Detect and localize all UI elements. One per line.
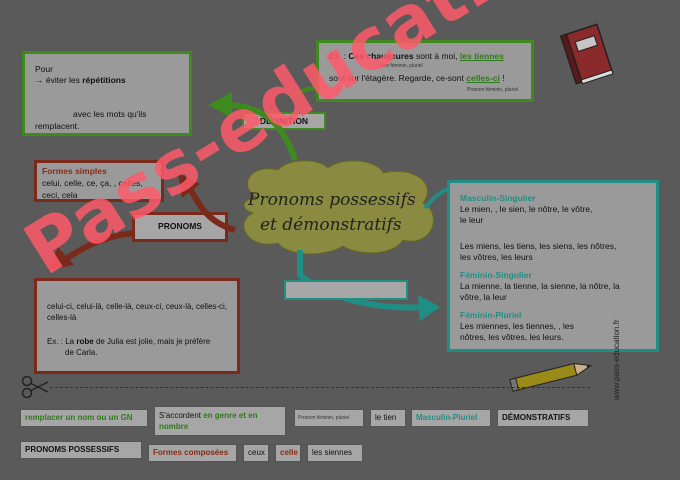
ex-line2-green: celles-ci — [466, 73, 500, 83]
formes-simples-title: Formes simples — [42, 166, 107, 176]
fp-line1: Les miennes, les tiennes, , les — [460, 321, 574, 331]
definition-bold: répétitions — [82, 75, 126, 85]
ex-note1: (fém féminin, pluriel — [379, 63, 423, 69]
center-title-line2: et démonstratifs — [260, 215, 402, 235]
ex-line2-end: ! — [502, 73, 505, 83]
chip-les-siennes[interactable]: les siennes — [307, 444, 363, 462]
chip-le-tien[interactable]: le tien — [370, 409, 406, 427]
chip-masculin-pluriel[interactable]: Masculin-Pluriel — [411, 409, 491, 427]
possessifs-box: Masculin-Singulier Le mien, , le sien, l… — [447, 180, 659, 352]
chip-pronom-feminin[interactable]: Pronom féminin, pluriel — [294, 409, 364, 427]
demo-ex-prefix: Ex. : La — [47, 337, 75, 346]
fs-line1: La mienne, la tienne, la sienne, la nôtr… — [460, 281, 620, 291]
chip-accordent[interactable]: S'accordent en genre et en nombre — [154, 406, 286, 436]
demo-ex-bold: robe — [76, 337, 94, 346]
definition-box: Pour → éviter les répétitions avec les m… — [22, 51, 192, 136]
cut-line — [50, 387, 590, 388]
arrow-to-formes-simples — [178, 173, 236, 233]
mp-line2: les vôtres, les leurs — [460, 252, 533, 262]
arrow-to-possessifs — [297, 250, 440, 321]
ms-title: Masculin-Singulier — [460, 193, 536, 203]
fs-title: Féminin-Singulier — [460, 270, 532, 280]
ex-bold: Ces chaussures — [348, 51, 414, 61]
ex-prefix: Ex. : — [329, 51, 347, 61]
definition-line4: remplacent. — [35, 121, 80, 131]
scissors-icon — [21, 375, 49, 399]
formes-simples-line1: celui, celle, ce, ça, , celles, — [42, 178, 143, 188]
mp-line1: Les miens, les tiens, les siens, les nôt… — [460, 241, 617, 251]
chip-pronoms-possessifs[interactable]: PRONOMS POSSESSIFS — [20, 441, 142, 459]
demo-ex-line2: de Carla. — [65, 348, 98, 357]
ex-note2: Pronom féminin, pluriel — [467, 87, 519, 93]
arrow-to-demonstratifs — [48, 230, 136, 270]
demo-line2: celles-là — [47, 313, 77, 322]
chip-celle[interactable]: celle — [275, 444, 301, 462]
chip-formes-composees[interactable]: Formes composées — [148, 444, 237, 462]
center-title-line1: Pronoms possessifs — [248, 190, 416, 210]
chip-remplacer[interactable]: remplacer un nom ou un GN — [20, 409, 148, 427]
formes-simples-line2: ceci, cela — [42, 190, 78, 200]
definition-line3: avec les mots qu'ils — [73, 109, 147, 119]
fp-line2: nôtres, les vôtres, les leurs. — [460, 332, 564, 342]
fs-line2: vôtre, la leur — [460, 292, 507, 302]
ms-line1: Le mien, , le sien, le nôtre, le vôtre, — [460, 204, 593, 214]
pencil-icon — [509, 363, 593, 392]
arrow-to-definition — [208, 92, 298, 161]
ex-green: les tiennes — [459, 51, 504, 61]
fp-title: Féminin-Pluriel — [460, 310, 522, 320]
demonstratifs-box: celui-ci, celui-là, celle-là, ceux-ci, c… — [34, 278, 240, 374]
book-icon — [560, 23, 614, 85]
ex-mid: sont à moi, — [415, 51, 458, 61]
chip-accordent-green: en genre et en nombre — [159, 411, 258, 431]
center-cloud — [243, 160, 434, 255]
chip-ceux[interactable]: ceux — [243, 444, 269, 462]
demo-line1: celui-ci, celui-là, celle-là, ceux-ci, c… — [47, 302, 228, 311]
ex-line2: sont sur l'étagère. Regarde, ce-sont — [329, 73, 464, 83]
site-url: www.pass-education.fr — [612, 319, 621, 400]
chip-demonstratifs[interactable]: DÉMONSTRATIFS — [497, 409, 589, 427]
example-top-box: Ex. : Ces chaussures sont à moi, les tie… — [316, 40, 534, 102]
arrow-to-example — [290, 86, 321, 100]
definition-line1: Pour — [35, 64, 53, 74]
chip-accordent-text: S'accordent — [159, 411, 201, 420]
blank-label-teal — [284, 280, 408, 300]
demo-ex-rest: de Julia est jolie, mais je préfère — [95, 337, 211, 346]
definition-line2: → éviter les — [35, 75, 80, 85]
formes-simples-box: Formes simples celui, celle, ce, ça, , c… — [34, 160, 164, 202]
ms-line2: le leur — [460, 215, 484, 225]
